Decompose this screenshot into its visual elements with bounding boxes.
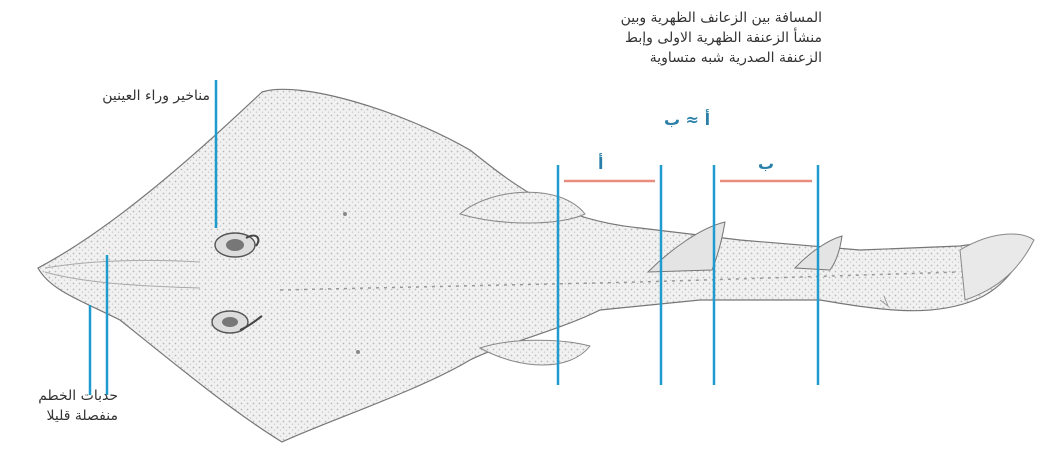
caudal-fin: [960, 234, 1034, 300]
snout-ridges-line-1: حدبات الخطم: [38, 386, 118, 406]
top-note: المسافة بين الزعانف الظهرية وبين منشأ ال…: [621, 8, 822, 68]
pectoral-disc: [38, 89, 1030, 442]
snout-ridges-line-2: منفصلة قليلا: [38, 406, 118, 426]
equation-label: أ ≈ ب: [664, 110, 710, 129]
segment-b-label: ب: [758, 154, 774, 173]
pelvic-fin-lower: [480, 340, 590, 365]
top-note-line-1: المسافة بين الزعانف الظهرية وبين: [621, 8, 822, 28]
top-note-line-2: منشأ الزعنفة الظهرية الاولى وإبط: [621, 28, 822, 48]
nostrils-label: مناخير وراء العينين: [102, 86, 210, 106]
snout-ridges-label: حدبات الخطم منفصلة قليلا: [38, 386, 118, 426]
top-note-line-3: الزعنفة الصدرية شبه متساوية: [621, 48, 822, 68]
segment-a-label: أ: [598, 154, 603, 173]
